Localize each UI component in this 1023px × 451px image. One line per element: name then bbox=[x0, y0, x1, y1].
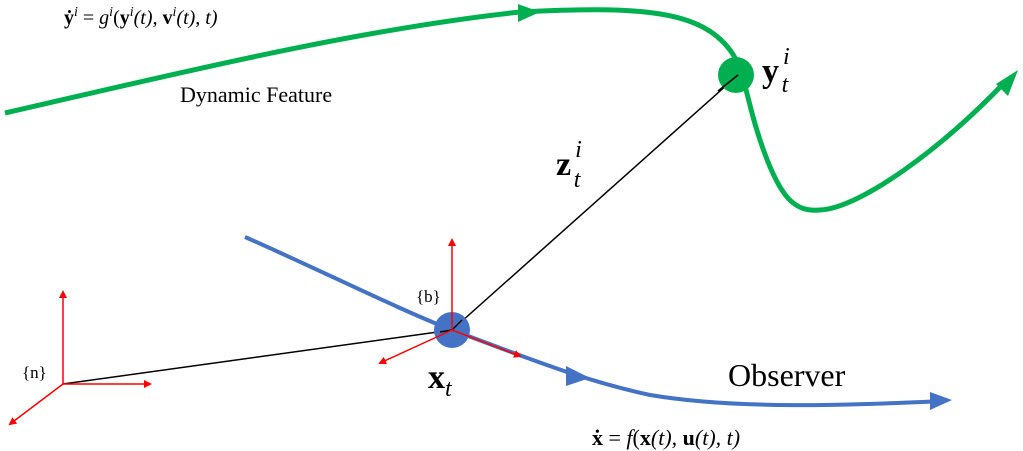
rel-vector-base bbox=[451, 319, 463, 331]
feature-dynamics-equation: ẏi = gi(yi(t), vi(t), t) bbox=[64, 5, 218, 29]
relative-vector-tip bbox=[717, 74, 739, 92]
feature-trajectory bbox=[4, 7, 1007, 213]
observer-dynamics-equation: ẋ = f(x(t), u(t), t) bbox=[592, 425, 740, 450]
relative-position-vector bbox=[451, 74, 739, 331]
observer-end-arrow-icon bbox=[930, 392, 952, 410]
nav-to-observer-vector bbox=[62, 329, 453, 385]
observer-state-label: xt bbox=[428, 359, 453, 402]
observer-title: Observer bbox=[728, 357, 846, 393]
nav-frame-label: {n} bbox=[22, 363, 47, 382]
observer-trajectory bbox=[244, 235, 946, 408]
feature-title: Dynamic Feature bbox=[180, 82, 332, 107]
feature-direction-arrow-icon bbox=[518, 4, 540, 22]
body-frame-axes bbox=[378, 238, 522, 365]
observer-direction-arrow-icon bbox=[566, 366, 590, 386]
feature-end-arrow-icon bbox=[996, 70, 1018, 96]
nav-frame-axes bbox=[8, 290, 152, 426]
body-frame-label: {b} bbox=[416, 287, 441, 306]
